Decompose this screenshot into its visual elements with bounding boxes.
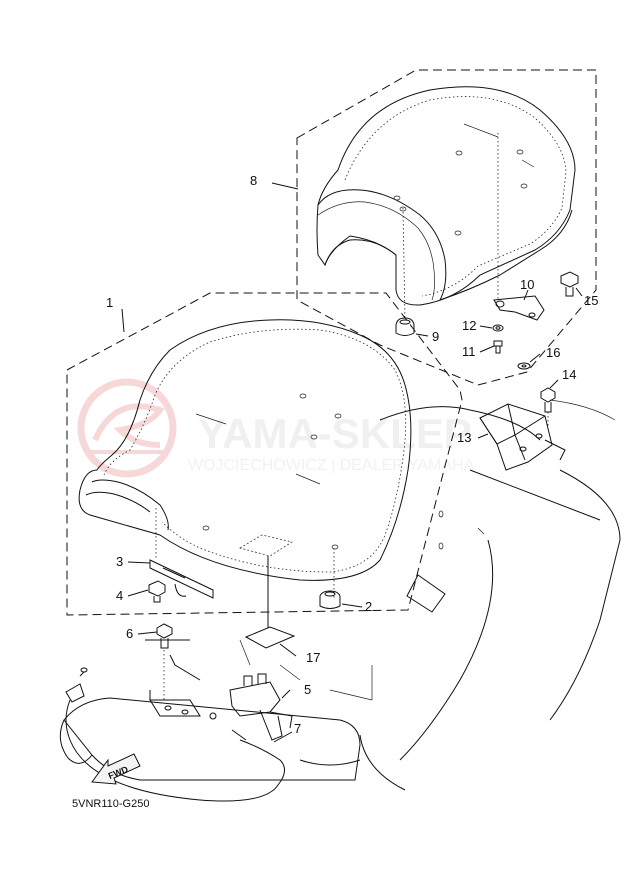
rear-seat-hardware — [395, 271, 579, 370]
seat-lock-cable — [65, 667, 285, 802]
callout-11: 11 — [462, 344, 476, 359]
callout-4: 4 — [116, 588, 123, 603]
leader-lines — [121, 182, 583, 743]
diagram-code: 5VNR110-G250 — [72, 798, 149, 810]
callout-5: 5 — [304, 682, 311, 697]
watermark-brand: YAMA-SKLEP — [198, 410, 472, 457]
callout-12: 12 — [462, 318, 476, 333]
main-seat-hardware — [148, 559, 341, 649]
callout-14: 14 — [562, 367, 576, 382]
seat-stay-bracket — [479, 403, 566, 471]
callout-10: 10 — [520, 277, 534, 292]
callouts: 1 2 3 4 5 6 7 8 9 10 11 12 13 14 15 16 1… — [106, 173, 598, 736]
callout-1: 1 — [106, 295, 113, 310]
callout-3: 3 — [116, 554, 123, 569]
seat-lock — [209, 673, 293, 741]
callout-13: 13 — [457, 430, 471, 445]
watermark-subtitle: WOJCIECHOWICZ | DEALER YAMAHA — [188, 457, 475, 474]
fwd-arrow-icon: FWD — [91, 753, 141, 785]
callout-2: 2 — [365, 599, 372, 614]
callout-8: 8 — [250, 173, 257, 188]
main-seat — [78, 319, 412, 628]
callout-7: 7 — [294, 721, 301, 736]
callout-9: 9 — [432, 329, 439, 344]
mount-plate — [149, 699, 201, 717]
rear-seat — [316, 86, 576, 321]
bolt-14 — [540, 387, 556, 413]
callout-16: 16 — [546, 345, 560, 360]
callout-15: 15 — [584, 293, 598, 308]
rear-seat-group-outline — [296, 69, 597, 386]
bolt-6 — [156, 623, 173, 649]
watermark-logo — [77, 378, 177, 478]
watermark: YAMA-SKLEP WOJCIECHOWICZ | DEALER YAMAHA — [77, 378, 475, 478]
main-seat-group-outline — [66, 292, 463, 616]
callout-6: 6 — [126, 626, 133, 641]
callout-17: 17 — [306, 650, 320, 665]
